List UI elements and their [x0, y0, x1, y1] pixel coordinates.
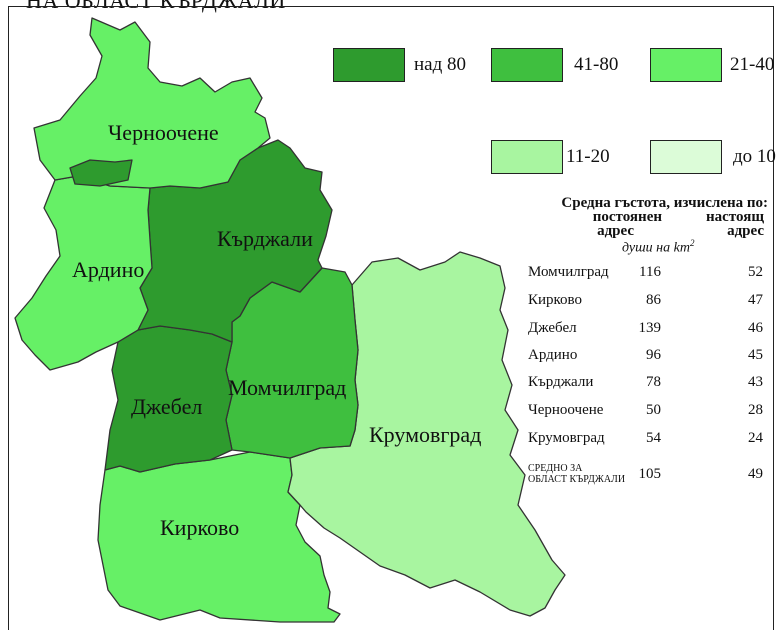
label-chernoochene: Черноочене: [108, 120, 219, 145]
row-permanent: 96: [646, 347, 661, 363]
row-current: 46: [748, 320, 763, 336]
row-name: Джебел: [528, 320, 577, 336]
legend-swatch-11-20: [491, 140, 563, 174]
row-name: Кирково: [528, 292, 583, 308]
legend-swatch-upto-10: [650, 140, 722, 174]
table-row: Кърджали 78 43: [528, 374, 763, 400]
region-enclave: [69, 159, 133, 187]
table-row: Джебел 139 46: [528, 320, 763, 346]
table-header-current-2: адрес: [727, 223, 764, 239]
label-kardzhali: Кърджали: [217, 226, 313, 251]
row-name: Ардино: [528, 347, 578, 363]
row-permanent: 54: [646, 430, 661, 446]
row-permanent: 78: [646, 374, 661, 390]
region-ardino[interactable]: [14, 175, 153, 371]
region-chernoochene[interactable]: [33, 17, 271, 189]
row-name: Крумовград: [528, 430, 605, 446]
legend-swatch-41-80: [491, 48, 563, 82]
legend-label-upto-10: до 10: [733, 146, 776, 167]
row-current: 45: [748, 347, 763, 363]
legend-label-11-20: 11-20: [566, 146, 610, 167]
table-header-main: Средна гъстота, изчислена по:: [561, 195, 768, 211]
label-kirkovo: Кирково: [160, 515, 240, 540]
table-row: Кирково 86 47: [528, 292, 763, 318]
row-total-permanent: 105: [638, 466, 662, 482]
legend-label-over-80: над 80: [414, 54, 467, 75]
row-name: Момчилград: [528, 264, 609, 280]
row-name: Черноочене: [528, 402, 604, 418]
row-current: 43: [748, 374, 763, 390]
row-name: Кърджали: [528, 374, 594, 390]
row-current: 47: [748, 292, 763, 308]
map-frame: [8, 6, 774, 630]
row-permanent: 86: [646, 292, 661, 308]
label-ardino: Ардино: [72, 257, 145, 282]
table-header-permanent-1: постоянен: [592, 209, 662, 225]
table-header-permanent-2: адрес: [597, 223, 634, 239]
row-current: 24: [748, 430, 763, 446]
row-current: 28: [748, 402, 763, 418]
table-row: Ардино 96 45: [528, 347, 763, 373]
table-row: Черноочене 50 28: [528, 402, 763, 428]
row-permanent: 139: [638, 320, 662, 336]
table-row-total: СРЕДНО ЗА ОБЛАСТ КЪРДЖАЛИ 105 49: [528, 463, 763, 492]
row-permanent: 50: [646, 402, 661, 418]
table-header-current-1: настоящ: [706, 209, 764, 225]
legend-swatch-21-40: [650, 48, 722, 82]
region-kirkovo[interactable]: [97, 451, 341, 623]
row-total-name: СРЕДНО ЗА ОБЛАСТ КЪРДЖАЛИ: [528, 463, 626, 485]
row-total-current: 49: [748, 466, 763, 482]
table-row: Крумовград 54 24: [528, 430, 763, 456]
row-current: 52: [748, 264, 763, 280]
legend-label-21-40: 21-40: [730, 54, 775, 75]
legend-label-41-80: 41-80: [574, 54, 619, 75]
row-permanent: 116: [639, 264, 661, 280]
legend-swatch-over-80: [333, 48, 405, 82]
label-momchilgrad: Момчилград: [228, 375, 347, 400]
table-unit: души на km2: [622, 238, 695, 256]
table-row: Момчилград 116 52: [528, 264, 763, 290]
label-dzhebel: Джебел: [131, 394, 203, 419]
label-krumovgrad: Крумовград: [369, 422, 482, 447]
